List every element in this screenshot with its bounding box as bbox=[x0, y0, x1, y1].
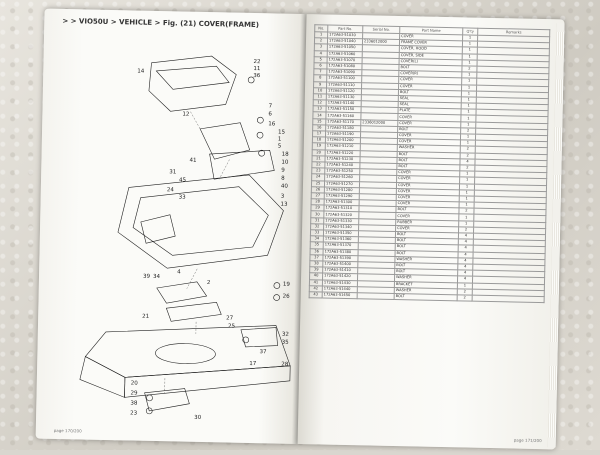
callout-label: 17 bbox=[249, 361, 257, 367]
callout-label: 24 bbox=[167, 187, 175, 193]
left-page-number: page 170/200 bbox=[54, 428, 82, 434]
callout-label: 33 bbox=[179, 194, 187, 200]
exploded-parts-diagram: 22 11 36 14 7 6 16 15 1 5 18 10 9 8 40 3… bbox=[44, 31, 300, 431]
callout-label: 37 bbox=[259, 349, 267, 355]
callout-label: 32 bbox=[282, 332, 289, 338]
callout-label: 39 bbox=[143, 274, 151, 280]
callout-label: 25 bbox=[228, 324, 236, 330]
callout-label: 18 bbox=[282, 152, 290, 158]
callout-label: 8 bbox=[281, 176, 285, 182]
callout-label: 34 bbox=[153, 274, 161, 280]
callout-label: 7 bbox=[269, 103, 273, 109]
callout-label: 29 bbox=[131, 390, 139, 396]
callout-label: 23 bbox=[130, 410, 138, 416]
callout-label: 6 bbox=[268, 111, 272, 117]
callout-label: 2 bbox=[207, 280, 211, 286]
cell-part-no: 172A63-51450 bbox=[322, 292, 357, 299]
callout-label: 3 bbox=[281, 194, 285, 200]
callout-label: 10 bbox=[281, 160, 289, 166]
callout-label: 16 bbox=[268, 121, 276, 127]
cell-remarks bbox=[472, 295, 544, 303]
callout-label: 4 bbox=[177, 269, 181, 275]
parts-list-table: No. Part No. Serial No. Part Name Q'ty R… bbox=[309, 24, 551, 303]
callout-label: 26 bbox=[283, 294, 291, 300]
right-page: No. Part No. Serial No. Part Name Q'ty R… bbox=[298, 14, 565, 449]
right-page-number: page 171/200 bbox=[514, 438, 542, 444]
cell-part-name: BOLT bbox=[394, 293, 457, 301]
callout-label: 30 bbox=[194, 415, 202, 421]
callout-label: 21 bbox=[142, 314, 149, 320]
page-breadcrumb: > > VIO50U > VEHICLE > Fig. (21) COVER(F… bbox=[62, 17, 259, 29]
open-book: > > VIO50U > VEHICLE > Fig. (21) COVER(F… bbox=[35, 9, 564, 455]
callout-label: 13 bbox=[281, 202, 289, 208]
callout-label: 11 bbox=[253, 66, 260, 72]
callout-label: 14 bbox=[137, 69, 145, 75]
callout-label: 31 bbox=[169, 169, 176, 175]
callout-label: 20 bbox=[131, 380, 139, 386]
cell-qty: 2 bbox=[457, 295, 472, 302]
callout-label: 35 bbox=[282, 340, 290, 346]
callout-label: 28 bbox=[281, 362, 289, 368]
left-page: > > VIO50U > VEHICLE > Fig. (21) COVER(F… bbox=[36, 9, 307, 444]
cell-serial bbox=[357, 293, 394, 300]
callout-label: 38 bbox=[130, 400, 138, 406]
callout-label: 45 bbox=[179, 177, 187, 183]
callout-label: 27 bbox=[226, 315, 234, 321]
callout-label: 12 bbox=[182, 112, 189, 118]
callout-label: 36 bbox=[253, 73, 261, 79]
callout-label: 15 bbox=[278, 130, 286, 136]
cell-no: 43 bbox=[309, 292, 322, 298]
callout-label: 22 bbox=[253, 59, 260, 65]
callout-label: 40 bbox=[281, 184, 289, 190]
callout-label: 19 bbox=[283, 282, 291, 288]
callout-label: 5 bbox=[278, 144, 282, 150]
callout-label: 1 bbox=[278, 137, 282, 143]
callout-label: 9 bbox=[281, 168, 285, 174]
callout-label: 41 bbox=[189, 158, 196, 164]
